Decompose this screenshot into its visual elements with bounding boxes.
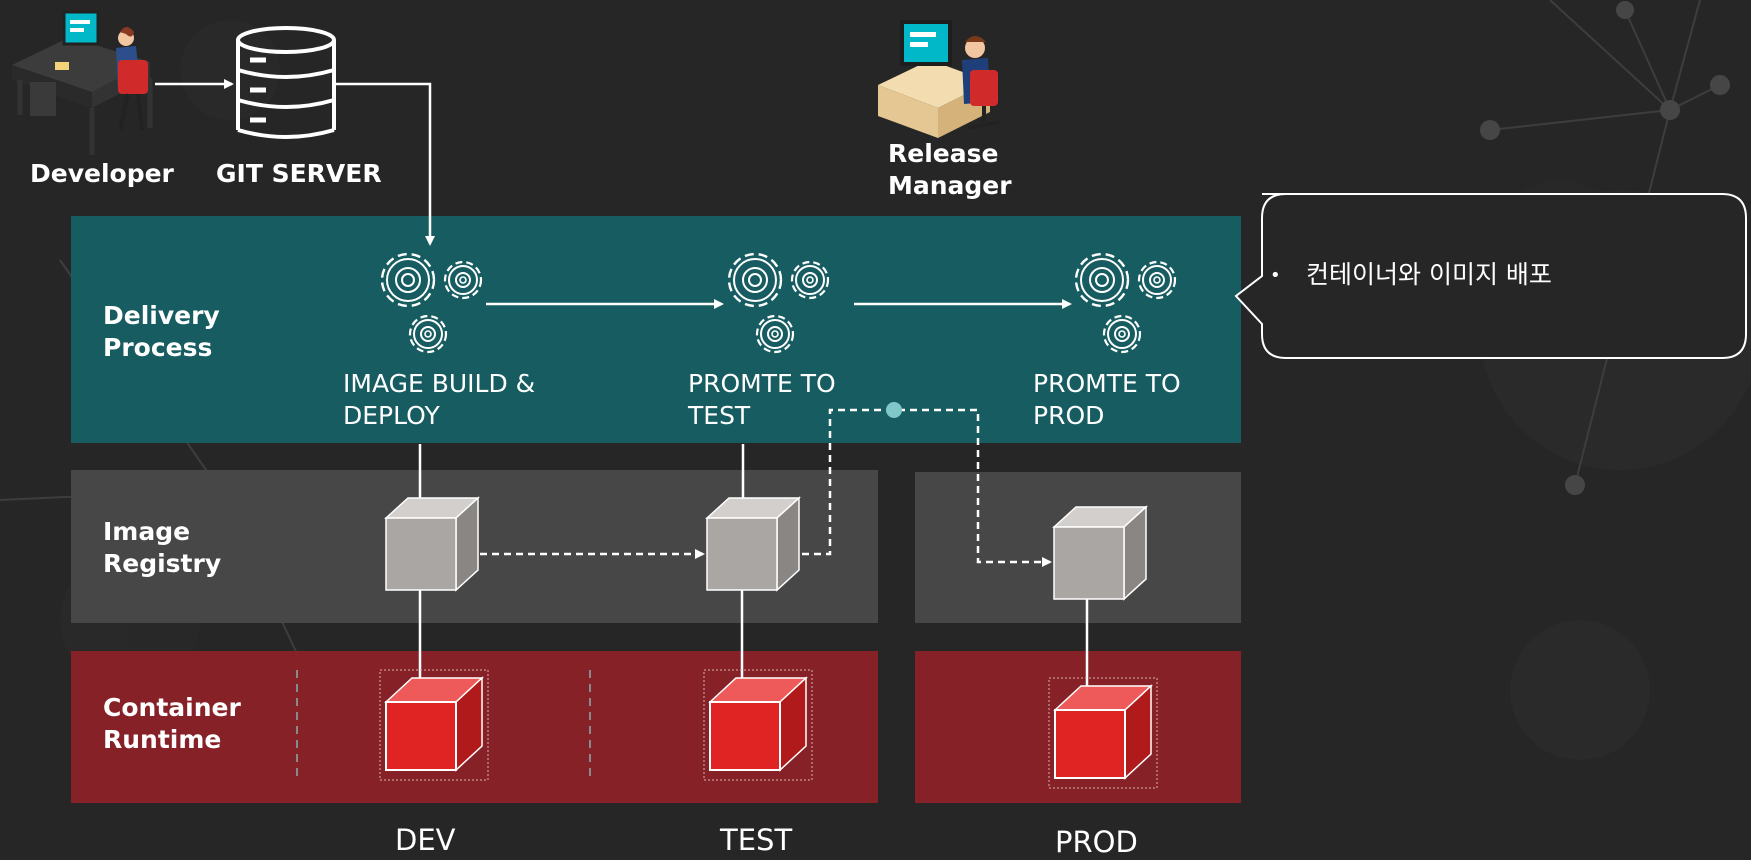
connector-dot	[886, 402, 902, 418]
stage-line1: PROMTE TO	[1033, 369, 1181, 398]
lane-label-runtime: Container Runtime	[103, 692, 241, 756]
stage-line2: TEST	[688, 401, 751, 430]
lane-label-line2: Runtime	[103, 725, 222, 754]
git-server-label: GIT SERVER	[216, 159, 382, 188]
stage-line2: DEPLOY	[343, 401, 440, 430]
git-server-icon	[236, 26, 336, 139]
stage-line1: IMAGE BUILD &	[343, 369, 536, 398]
stage-line2: PROD	[1033, 401, 1105, 430]
developer-label: Developer	[30, 159, 174, 188]
environment-label-test: TEST	[720, 823, 793, 857]
lane-label-line2: Registry	[103, 549, 222, 578]
image-cube-dev	[384, 496, 480, 592]
developer-icon	[12, 10, 153, 155]
callout-bubble	[1234, 193, 1747, 359]
release-manager-label: Release Manager	[888, 138, 1012, 202]
callout-bullet: •	[1270, 265, 1281, 286]
lane-label-registry: Image Registry	[103, 516, 221, 580]
callout-text: • 컨테이너와 이미지 배포	[1270, 258, 1552, 293]
image-cube-prod	[1052, 505, 1148, 601]
stage-line1: PROMTE TO	[688, 369, 836, 398]
container-cube-dev	[379, 669, 489, 781]
lane-label-delivery: Delivery Process	[103, 300, 220, 364]
release-manager-line2: Manager	[888, 171, 1012, 200]
lane-label-line1: Image	[103, 517, 191, 546]
environment-label-dev: DEV	[395, 823, 456, 857]
stage-label-build: IMAGE BUILD & DEPLOY	[343, 368, 535, 432]
release-manager-line1: Release	[888, 139, 999, 168]
image-cube-test	[705, 496, 801, 592]
container-cube-prod	[1048, 677, 1158, 789]
release-manager-icon	[878, 20, 1001, 138]
container-cube-test	[703, 669, 813, 781]
promotion-arrows	[456, 408, 1052, 567]
delivery-process-lane	[71, 216, 1241, 443]
lane-label-line2: Process	[103, 333, 213, 362]
callout-message: 컨테이너와 이미지 배포	[1306, 260, 1552, 289]
environment-label-prod: PROD	[1055, 825, 1138, 859]
lane-label-line1: Container	[103, 693, 241, 722]
lane-label-line1: Delivery	[103, 301, 220, 330]
stage-label-prod: PROMTE TO PROD	[1033, 368, 1181, 432]
stage-label-test: PROMTE TO TEST	[688, 368, 836, 432]
